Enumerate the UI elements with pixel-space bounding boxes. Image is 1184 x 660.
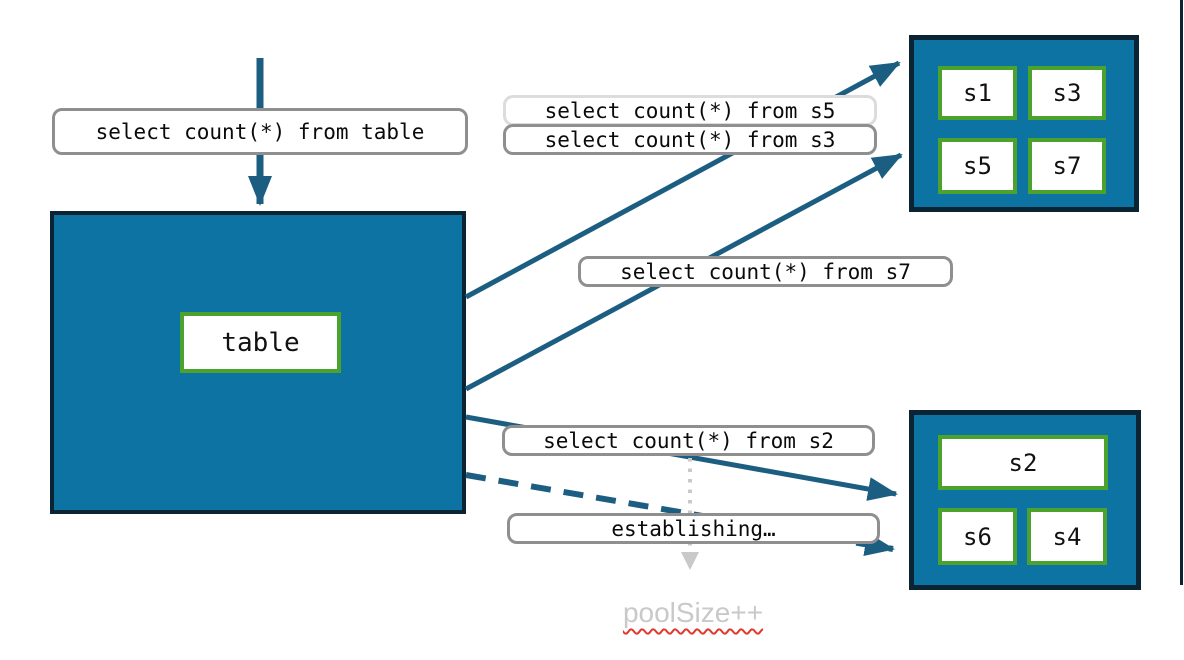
shard-s7: s7: [1028, 138, 1106, 194]
label-query-s5-text: select count(*) from s5: [544, 98, 836, 123]
label-query-s2: select count(*) from s2: [502, 425, 875, 456]
label-query-s5: select count(*) from s5: [503, 95, 877, 126]
label-query-s3-text: select count(*) from s3: [544, 127, 836, 152]
slide-edge-line: [1180, 0, 1183, 585]
shard-s3: s3: [1028, 66, 1106, 120]
shard-s1: s1: [938, 66, 1017, 120]
table-box: table: [180, 312, 341, 373]
label-query-table: select count(*) from table: [52, 108, 468, 155]
shard-s1-label: s1: [963, 79, 992, 107]
shard-s7-label: s7: [1052, 152, 1082, 180]
shard-s2: s2: [938, 435, 1108, 490]
label-establishing-text: establishing…: [611, 516, 776, 541]
poolsize-label: poolSize++: [603, 597, 783, 629]
shard-s5-label: s5: [963, 152, 992, 180]
label-query-s2-text: select count(*) from s2: [543, 428, 834, 453]
shard-s4: s4: [1027, 508, 1107, 565]
table-label: table: [221, 327, 300, 358]
label-establishing: establishing…: [507, 513, 880, 544]
arrow-establishing-dashed: [465, 472, 895, 557]
shard-s6-label: s6: [963, 522, 992, 551]
label-query-s7: select count(*) from s7: [578, 256, 953, 287]
shard-s6: s6: [938, 508, 1017, 565]
label-query-s3: select count(*) from s3: [503, 124, 877, 155]
shard-s3-label: s3: [1052, 79, 1082, 107]
shard-s2-label: s2: [1008, 448, 1038, 477]
label-query-table-text: select count(*) from table: [95, 119, 425, 144]
poolsize-text: poolSize++: [622, 597, 764, 628]
shard-s4-label: s4: [1052, 522, 1082, 551]
label-query-s7-text: select count(*) from s7: [620, 259, 911, 284]
shard-s5: s5: [938, 138, 1017, 194]
